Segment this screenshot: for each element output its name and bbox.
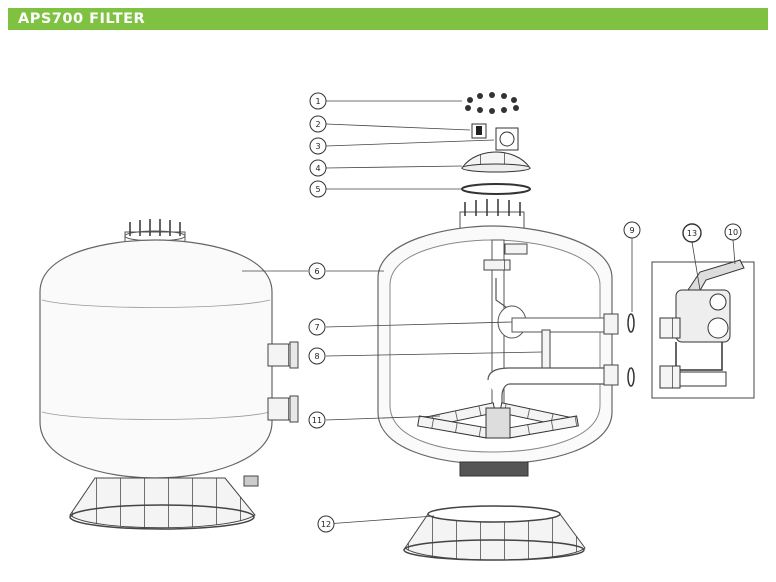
part-1-bolts (465, 92, 519, 114)
right-tank-top-collar (459, 199, 525, 231)
right-tank-lower-port (603, 364, 619, 386)
callout-6-label: 6 (314, 267, 319, 276)
callout-4-label: 4 (315, 164, 320, 173)
callout-10: 10 (724, 223, 742, 241)
left-tank-body (39, 239, 273, 479)
callout-3-label: 3 (315, 142, 320, 151)
part-5-oring (461, 183, 531, 195)
right-tank-upper-port (603, 313, 619, 335)
callout-1-label: 1 (315, 97, 320, 106)
left-tank-lower-port (267, 395, 299, 423)
top-diffuser (483, 243, 528, 271)
callout-4: 4 (309, 159, 327, 177)
callout-11: 11 (308, 411, 326, 429)
header-bar: APS700 FILTER (8, 8, 768, 30)
part-9-orings (627, 313, 635, 387)
left-tank-base (69, 477, 256, 530)
callout-8: 8 (308, 347, 326, 365)
left-tank-assembly (39, 219, 299, 530)
callout-7: 7 (308, 318, 326, 336)
callout-5-label: 5 (315, 185, 320, 194)
callout-5: 5 (309, 180, 327, 198)
part-4-lid (461, 151, 531, 173)
left-tank-upper-port (267, 341, 299, 369)
callout-1: 1 (309, 92, 327, 110)
lateral-assembly (417, 402, 579, 439)
callout-2-label: 2 (315, 120, 320, 129)
leader-lines (242, 100, 736, 525)
callout-13-label: 13 (687, 229, 697, 238)
callout-2: 2 (309, 115, 327, 133)
callout-6: 6 (308, 262, 326, 280)
callout-7-label: 7 (314, 323, 319, 332)
callout-12: 12 (317, 515, 335, 533)
part-3-gauge (495, 127, 519, 151)
callout-9: 9 (623, 221, 641, 239)
callout-11-label: 11 (312, 416, 322, 425)
callout-8-label: 8 (314, 352, 319, 361)
callout-3: 3 (309, 137, 327, 155)
callout-10-label: 10 (728, 228, 738, 237)
part-2-plug (471, 123, 487, 139)
multiport-valve-box (651, 259, 755, 399)
callout-9-label: 9 (629, 226, 634, 235)
callout-12-label: 12 (321, 520, 331, 529)
page-title: APS700 FILTER (18, 11, 146, 27)
part-12-base-stand (403, 505, 586, 561)
right-tank-assembly (377, 199, 619, 477)
callout-13: 13 (682, 223, 702, 243)
